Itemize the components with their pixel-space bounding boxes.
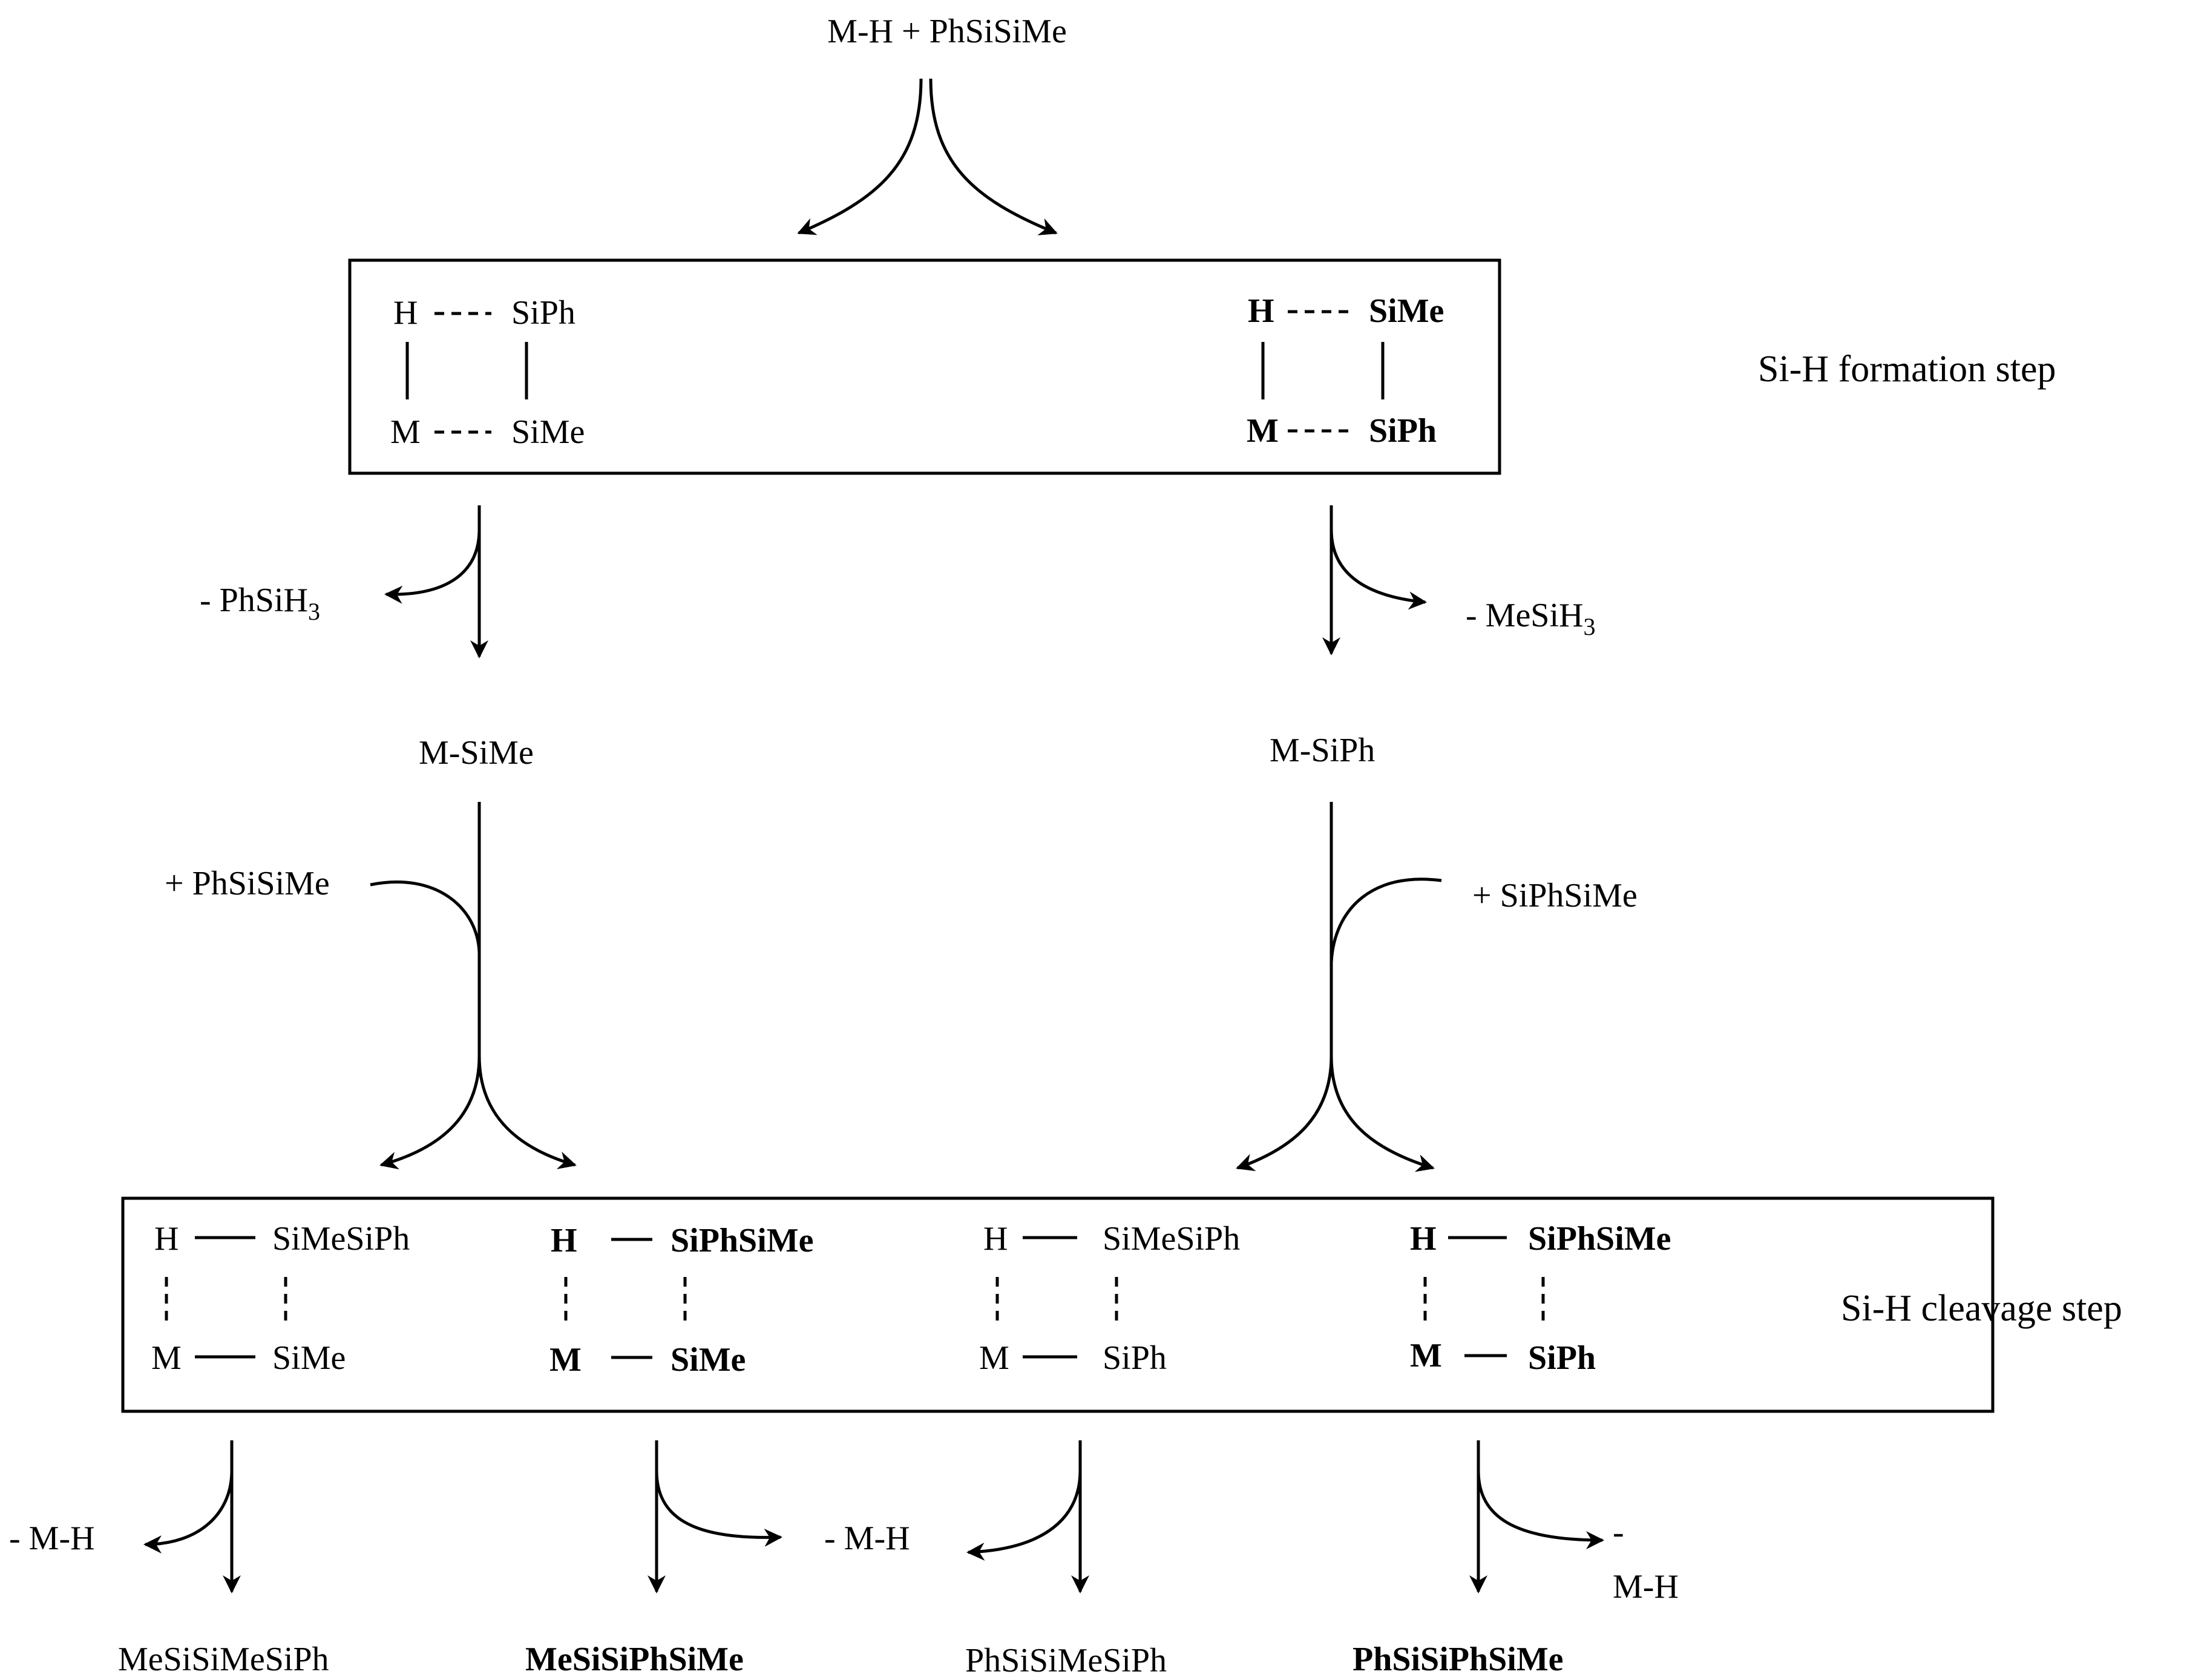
silyl-label: SiMe: [671, 1341, 746, 1379]
product-3: PhSiSiMeSiPh: [965, 1642, 1167, 1679]
cleavage-complex-3: H SiMeSiPh M SiPh: [979, 1220, 1240, 1377]
metal-label: M: [1410, 1337, 1442, 1374]
metal-label: M: [390, 413, 421, 451]
mh-loss-label-4: M-H: [1613, 1568, 1679, 1606]
addition-label-left: + PhSiSiMe: [165, 865, 330, 902]
hydride-label: H: [983, 1220, 1008, 1258]
formation-step-box: [348, 258, 1501, 475]
addition-label-right: + SiPhSiMe: [1472, 877, 1638, 914]
cleavage-complex-4: H SiPhSiMe M SiPh: [1410, 1220, 1671, 1377]
metal-label: M: [979, 1339, 1009, 1377]
formation-step-label: Si-H formation step: [1758, 349, 2056, 390]
silyl-label: SiPhSiMe: [671, 1222, 813, 1259]
metal-label: M: [151, 1339, 182, 1377]
split-arrow-top: [797, 78, 1058, 235]
elimination-label-left: - PhSiH3: [200, 582, 320, 625]
formation-complex-right: H SiMe M SiPh: [1247, 292, 1444, 450]
cleavage-complex-2: H SiPhSiMe M SiMe: [549, 1222, 813, 1379]
silyl-label: SiMeSiPh: [272, 1220, 410, 1258]
product-arrow-4: [1469, 1440, 1604, 1593]
intermediate-left: M-SiMe: [419, 734, 534, 772]
elimination-arrow-left: [384, 505, 488, 658]
hydride-label: H: [1410, 1220, 1437, 1258]
product-arrow-1: [143, 1440, 241, 1593]
hydride-label: H: [1248, 292, 1274, 330]
metal-label: M: [1247, 412, 1279, 450]
silyl-label: SiMe: [272, 1339, 346, 1377]
elimination-label-right: - MeSiH3: [1466, 597, 1595, 640]
addition-arrow-left: [370, 802, 577, 1170]
silyl-label: SiPh: [1528, 1339, 1596, 1377]
hydride-label: H: [393, 294, 418, 332]
formation-complex-left: H SiPh M SiMe: [390, 294, 585, 451]
silyl-label: SiPhSiMe: [1528, 1220, 1671, 1258]
reactants-label: M-H + PhSiSiMe: [827, 13, 1067, 50]
silyl-label: SiPh: [1103, 1339, 1167, 1377]
product-4: PhSiSiPhSiMe: [1353, 1641, 1564, 1678]
cleavage-complex-1: H SiMeSiPh M SiMe: [151, 1220, 410, 1377]
silyl-label: SiMe: [1369, 292, 1444, 330]
product-1: MeSiSiMeSiPh: [118, 1641, 329, 1678]
hydride-label: H: [154, 1220, 179, 1258]
mh-loss-label-2: - M-H: [824, 1520, 910, 1557]
product-arrow-3: [966, 1440, 1089, 1593]
cleavage-step-box: [121, 1196, 1995, 1413]
addition-arrow-right: [1236, 802, 1442, 1172]
silyl-label: SiPh: [1369, 412, 1437, 450]
hydride-label: H: [551, 1222, 577, 1259]
intermediate-right: M-SiPh: [1270, 732, 1375, 769]
product-arrow-2: [648, 1440, 782, 1593]
mh-loss-label-3: -: [1613, 1514, 1624, 1551]
metal-label: M: [549, 1341, 582, 1379]
silyl-label: SiMeSiPh: [1103, 1220, 1240, 1258]
silyl-label: SiMe: [511, 413, 585, 451]
silyl-label: SiPh: [511, 294, 575, 332]
elimination-arrow-right: [1322, 505, 1427, 655]
product-2: MeSiSiPhSiMe: [525, 1641, 744, 1678]
mh-loss-label-1: - M-H: [9, 1520, 95, 1557]
cleavage-step-label: Si-H cleavage step: [1841, 1288, 2122, 1329]
